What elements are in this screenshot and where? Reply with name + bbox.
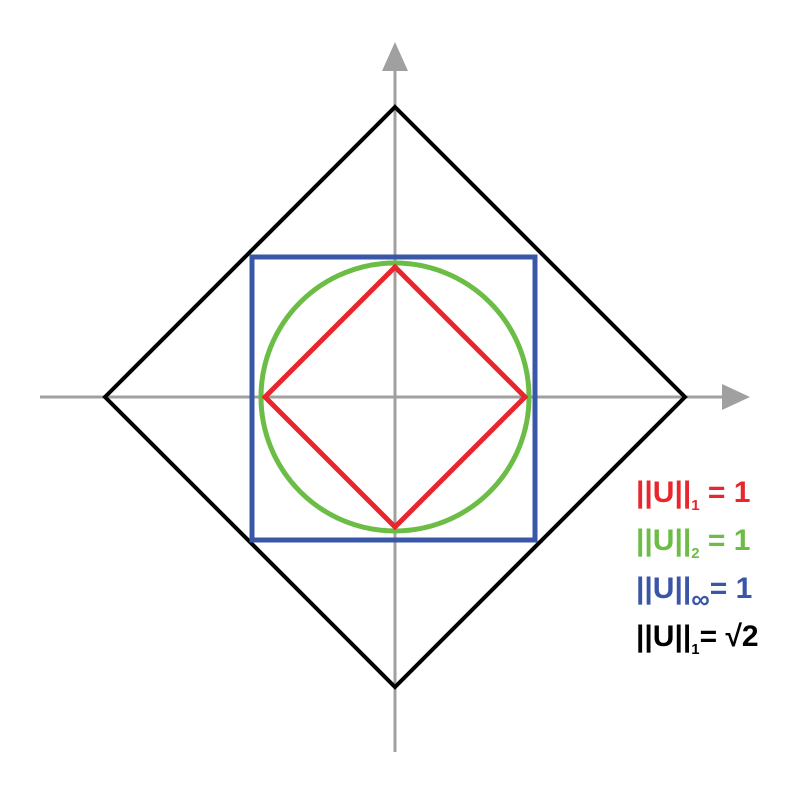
y-axis-arrowhead (382, 42, 408, 71)
legend: ||U||1 = 1 ||U||2 = 1 ||U||∞= 1 ||U||1= … (636, 478, 759, 670)
legend-subscript: 2 (691, 545, 700, 562)
legend-subscript: ∞ (691, 584, 710, 614)
l1-sqrt2-diamond (102, 104, 688, 690)
legend-norm-label: ||U|| (636, 476, 692, 509)
legend-subscript: 1 (691, 497, 700, 514)
legend-item-l1-sqrt2: ||U||1= √2 (636, 622, 759, 670)
norm-ball-shapes (102, 104, 688, 690)
legend-norm-label: ||U|| (636, 620, 692, 653)
legend-item-l2-unit: ||U||2 = 1 (636, 526, 759, 574)
l1-unit-diamond (261, 263, 529, 531)
l2-unit-circle (258, 260, 532, 534)
legend-subscript: 1 (691, 641, 700, 658)
legend-value: = 1 (699, 476, 751, 509)
legend-item-l1-unit: ||U||1 = 1 (636, 478, 759, 526)
legend-value: = √2 (699, 620, 759, 653)
legend-value: = 1 (699, 524, 751, 557)
legend-norm-label: ||U|| (636, 524, 692, 557)
legend-norm-label: ||U|| (636, 572, 692, 605)
linf-unit-square (249, 254, 538, 543)
legend-value: = 1 (709, 572, 753, 605)
legend-item-linf-unit: ||U||∞= 1 (636, 574, 759, 622)
x-axis-arrowhead (722, 384, 750, 410)
